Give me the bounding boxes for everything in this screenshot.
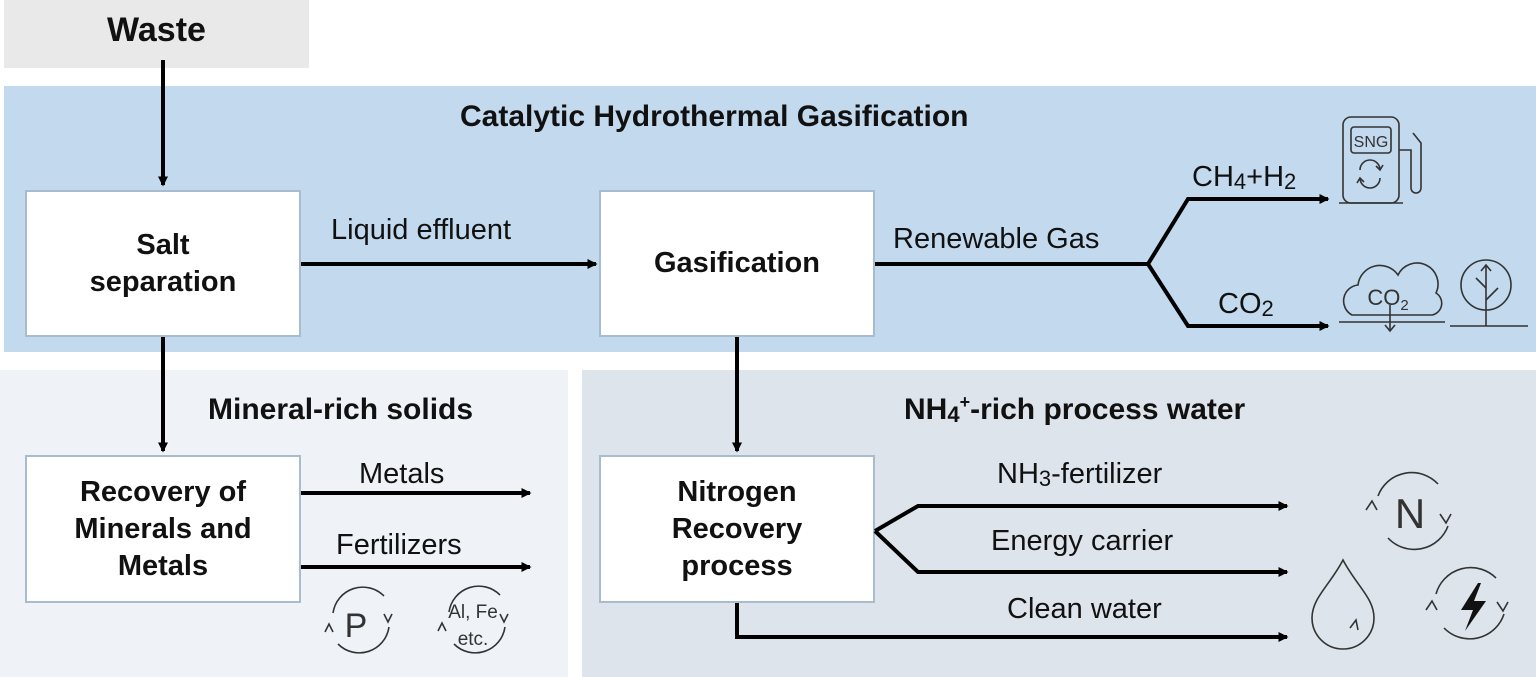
co2-subscript: 2 bbox=[1261, 296, 1274, 321]
co2-cloud-text: CO2 bbox=[1367, 285, 1408, 314]
nh3-part-b: -fertilizer bbox=[1051, 458, 1163, 490]
phosphorus-recycle-icon bbox=[324, 586, 393, 654]
co2-part-a: CO bbox=[1218, 288, 1262, 320]
al-fe-recycle-icon bbox=[437, 585, 509, 654]
nh4-part-a: NH bbox=[904, 393, 948, 426]
nitrogen-recovery-box: Nitrogen Recovery process bbox=[599, 455, 875, 603]
mineral-solids-title: Mineral-rich solids bbox=[208, 393, 474, 426]
sng-pump-icon bbox=[1339, 116, 1422, 204]
energy-bolt-icon bbox=[1425, 566, 1509, 640]
salt-line2: separation bbox=[89, 265, 237, 298]
gasification-box: Gasification bbox=[599, 190, 875, 337]
ch4-part-a: CH bbox=[1192, 161, 1234, 193]
salt-separation-box: Salt separation bbox=[25, 190, 301, 337]
nh4-superscript: + bbox=[959, 392, 971, 412]
salt-line1: Salt bbox=[136, 228, 190, 261]
nh3-fertilizer-label: NH3-fertilizer bbox=[997, 457, 1162, 493]
bolt-shape bbox=[1461, 583, 1486, 631]
ch4-part-b: +H bbox=[1246, 161, 1285, 193]
nitrogen-recycle-icon bbox=[1365, 471, 1452, 551]
co2-cloud-icon bbox=[1339, 262, 1445, 333]
chg-title: Catalytic Hydrothermal Gasification bbox=[460, 100, 969, 133]
nitrogen-icon-text: N bbox=[1395, 490, 1425, 537]
phosphorus-text: P bbox=[345, 607, 368, 645]
ch4-branch-arrow bbox=[1146, 194, 1330, 266]
al-fe-text-2: etc. bbox=[458, 629, 489, 650]
al-fe-text-1: Al, Fe bbox=[448, 602, 498, 623]
minerals-line1: Recovery of bbox=[79, 475, 246, 508]
nitrogen-line1: Nitrogen bbox=[677, 475, 797, 508]
sng-text: SNG bbox=[1354, 134, 1389, 151]
clean-water-label: Clean water bbox=[1007, 593, 1162, 625]
ch4-h2-label: CH4+H2 bbox=[1192, 160, 1296, 196]
tree-icon bbox=[1450, 259, 1528, 327]
clean-water-arrow bbox=[735, 603, 1289, 642]
metals-label: Metals bbox=[359, 458, 445, 490]
minerals-recovery-box: Recovery of Minerals and Metals bbox=[25, 455, 301, 603]
liquid-effluent-label: Liquid effluent bbox=[331, 214, 512, 246]
energy-carrier-label: Energy carrier bbox=[991, 525, 1174, 557]
minerals-line2: Minerals and bbox=[74, 512, 252, 545]
nh4-water-title: NH4+-rich process water bbox=[904, 393, 1245, 429]
water-drop-icon bbox=[1311, 558, 1375, 650]
nh3-branch-arrow bbox=[873, 501, 1289, 533]
nh4-part-b: -rich process water bbox=[970, 393, 1246, 426]
fertilizers-label: Fertilizers bbox=[336, 529, 462, 561]
gasification-label: Gasification bbox=[654, 247, 820, 279]
renewable-gas-label: Renewable Gas bbox=[893, 223, 1100, 255]
co2-label: CO2 bbox=[1218, 287, 1274, 323]
nh4-subscript: 4 bbox=[947, 402, 960, 427]
nh3-subscript: 3 bbox=[1038, 466, 1052, 491]
minerals-line3: Metals bbox=[117, 549, 209, 582]
waste-panel bbox=[4, 0, 309, 68]
h2-subscript: 2 bbox=[1284, 169, 1297, 194]
nitrogen-line3: process bbox=[681, 549, 793, 582]
energy-branch-arrow bbox=[873, 529, 1289, 577]
co2-branch-arrow bbox=[1146, 262, 1330, 331]
ch4-subscript: 4 bbox=[1233, 169, 1247, 194]
nh3-part-a: NH bbox=[997, 458, 1039, 490]
nitrogen-line2: Recovery bbox=[671, 512, 803, 545]
waste-label: Waste bbox=[107, 11, 206, 49]
